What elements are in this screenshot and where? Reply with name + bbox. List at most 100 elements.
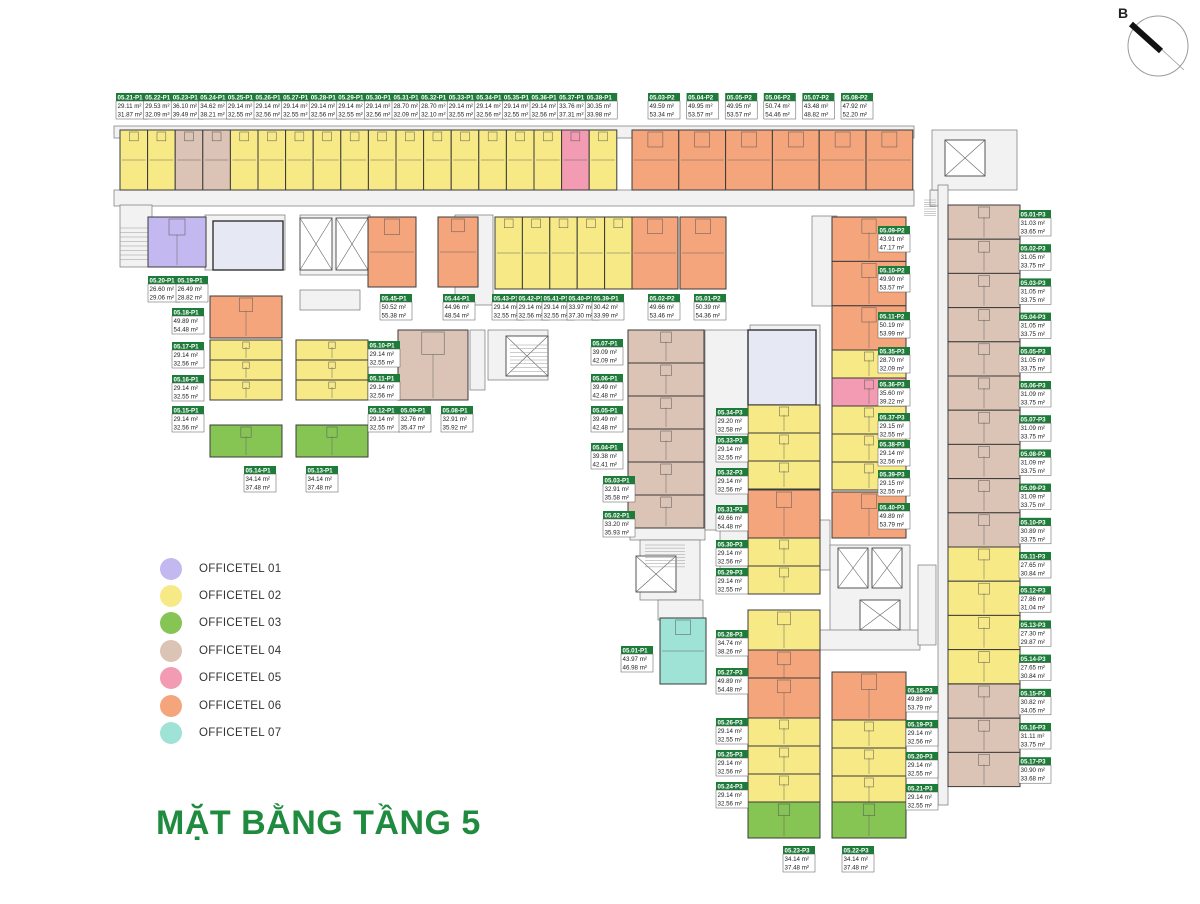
unit-area-net: 34.14 m² bbox=[246, 476, 270, 483]
legend-label: OFFICETEL 03 bbox=[199, 617, 282, 630]
unit-area-net: 33.76 m² bbox=[559, 103, 583, 110]
unit-area-net: 29.14 m² bbox=[880, 450, 904, 457]
unit-area-gross: 33.75 m² bbox=[1021, 297, 1045, 304]
unit-area-gross: 33.75 m² bbox=[1021, 434, 1045, 441]
unit-area-net: 30.90 m² bbox=[1021, 767, 1045, 774]
unit-area-gross: 29.87 m² bbox=[1021, 639, 1045, 646]
unit-block bbox=[947, 238, 1021, 274]
unit-code: 05.33-P3 bbox=[718, 438, 744, 445]
unit-block bbox=[865, 129, 914, 191]
unit-block bbox=[209, 379, 283, 401]
unit-area-net: 34.62 m² bbox=[200, 103, 224, 110]
unit-block bbox=[747, 801, 821, 839]
unit-area-net: 49.59 m² bbox=[650, 103, 674, 110]
unit-area-gross: 37.31 m² bbox=[559, 112, 583, 119]
unit-area-gross: 53.57 m² bbox=[727, 112, 751, 119]
unit-area-net: 30.42 m² bbox=[594, 304, 618, 311]
unit-block bbox=[831, 801, 907, 839]
unit-area-net: 49.90 m² bbox=[880, 276, 904, 283]
unit-block bbox=[450, 129, 480, 191]
unit-code: 05.26-P1 bbox=[256, 95, 282, 102]
stair bbox=[120, 227, 148, 260]
unit-block bbox=[747, 489, 821, 539]
unit-area-net: 34.14 m² bbox=[844, 856, 868, 863]
unit-block bbox=[679, 216, 727, 290]
unit-area-net: 29.14 m² bbox=[718, 792, 742, 799]
unit-code: 05.25-P3 bbox=[718, 752, 744, 759]
unit-area-gross: 53.57 m² bbox=[880, 285, 904, 292]
legend-item: OFFICETEL 02 bbox=[160, 582, 360, 609]
unit-area-net: 30.35 m² bbox=[587, 103, 611, 110]
unit-area-net: 30.82 m² bbox=[1021, 699, 1045, 706]
unit-block bbox=[747, 537, 821, 567]
unit-area-gross: 48.82 m² bbox=[804, 112, 828, 119]
unit-code: 05.24-P1 bbox=[200, 95, 226, 102]
corridor-area bbox=[119, 204, 153, 268]
unit-area-net: 49.89 m² bbox=[908, 696, 932, 703]
unit-block bbox=[747, 717, 821, 747]
unit-block bbox=[947, 512, 1021, 548]
corridor-area bbox=[917, 564, 937, 646]
unit-area-gross: 54.46 m² bbox=[765, 112, 789, 119]
unit-block bbox=[947, 751, 1021, 788]
unit-area-net: 49.89 m² bbox=[880, 513, 904, 520]
unit-block bbox=[627, 329, 705, 364]
unit-code: 05.22-P1 bbox=[145, 95, 171, 102]
unit-area-net: 29.14 m² bbox=[544, 304, 568, 311]
unit-area-gross: 32.56 m² bbox=[908, 739, 932, 746]
unit-code: 05.27-P1 bbox=[283, 95, 309, 102]
unit-area-net: 29.14 m² bbox=[174, 352, 198, 359]
unit-block bbox=[831, 719, 907, 749]
unit-area-net: 29.14 m² bbox=[370, 351, 394, 358]
unit-area-gross: 53.46 m² bbox=[650, 313, 674, 320]
unit-area-gross: 55.38 m² bbox=[382, 313, 406, 320]
unit-code: 05.38-P3 bbox=[880, 442, 906, 449]
unit-area-gross: 32.56 m² bbox=[718, 801, 742, 808]
unit-area-net: 39.38 m² bbox=[593, 453, 617, 460]
unit-area-net: 50.52 m² bbox=[382, 304, 406, 311]
unit-area-net: 27.30 m² bbox=[1021, 630, 1045, 637]
unit-block bbox=[627, 362, 705, 397]
unit-area-net: 31.09 m² bbox=[1021, 459, 1045, 466]
unit-block bbox=[771, 129, 820, 191]
unit-code: 05.13-P1 bbox=[308, 468, 334, 475]
unit-area-net: 29.20 m² bbox=[718, 418, 742, 425]
unit-block bbox=[627, 461, 705, 496]
unit-area-gross: 32.58 m² bbox=[718, 427, 742, 434]
unit-code: 05.28-P1 bbox=[311, 95, 337, 102]
unit-block bbox=[295, 379, 369, 401]
unit-code: 05.42-P1 bbox=[519, 296, 545, 303]
unit-area-net: 29.14 m² bbox=[256, 103, 280, 110]
unit-area-gross: 32.56 m² bbox=[311, 112, 335, 119]
legend-item: OFFICETEL 06 bbox=[160, 692, 360, 719]
unit-area-gross: 33.75 m² bbox=[1021, 263, 1045, 270]
unit-code: 05.44-P1 bbox=[445, 296, 471, 303]
unit-code: 05.11-P1 bbox=[370, 376, 395, 383]
unit-block bbox=[747, 432, 821, 462]
unit-code: 05.03-P2 bbox=[650, 95, 676, 102]
unit-area-net: 27.86 m² bbox=[1021, 596, 1045, 603]
compass-needle bbox=[1128, 21, 1164, 54]
corridor-area bbox=[819, 629, 921, 651]
unit-area-gross: 53.99 m² bbox=[880, 331, 904, 338]
unit-blocks bbox=[119, 129, 1021, 839]
unit-block bbox=[295, 424, 369, 458]
legend-label: OFFICETEL 05 bbox=[199, 672, 282, 685]
unit-block bbox=[947, 649, 1021, 685]
unit-area-gross: 54.36 m² bbox=[696, 313, 720, 320]
unit-code: 05.17-P1 bbox=[174, 344, 200, 351]
unit-block bbox=[312, 129, 342, 191]
